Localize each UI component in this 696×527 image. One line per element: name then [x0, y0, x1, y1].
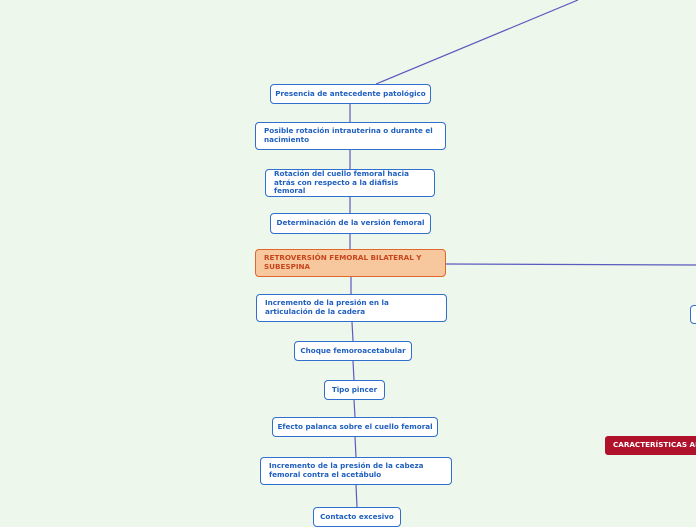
- node-choque-femoroacetabular[interactable]: Choque femoroacetabular: [294, 341, 412, 361]
- node-contacto-excesivo[interactable]: Contacto excesivo: [313, 507, 401, 527]
- node-antecedente-patologico[interactable]: Presencia de antecedente patológico: [270, 84, 431, 104]
- link-root-to-n1: [375, 0, 579, 85]
- node-efecto-palanca[interactable]: Efecto palanca sobre el cuello femoral: [272, 417, 438, 437]
- node-incremento-presion-cabeza[interactable]: Incremento de la presión de la cabeza fe…: [260, 457, 452, 485]
- node-determinacion-version-femoral[interactable]: Determinación de la versión femoral: [270, 213, 431, 234]
- link-n10-n11: [355, 484, 358, 508]
- node-offscreen-right[interactable]: [690, 305, 696, 324]
- link-n7-n8: [352, 360, 355, 381]
- node-caracteristicas-tag[interactable]: CARACTERÍSTICAS AN: [605, 436, 696, 455]
- node-rotacion-cuello-femoral[interactable]: Rotación del cuello femoral hacia atrás …: [265, 169, 435, 197]
- link-n5-right: [445, 263, 696, 266]
- node-tipo-pincer[interactable]: Tipo pincer: [324, 380, 385, 400]
- link-n9-n10: [354, 436, 357, 458]
- node-rotacion-intrauterina[interactable]: Posible rotación intrauterina o durante …: [255, 122, 446, 150]
- link-n8-n9: [353, 399, 356, 418]
- node-retroversion-femoral-main[interactable]: RETROVERSIÓN FEMORAL BILATERAL Y SUBESPI…: [255, 249, 446, 277]
- node-incremento-presion-cadera[interactable]: Incremento de la presión en la articulac…: [256, 294, 447, 322]
- link-n6-n7: [351, 321, 354, 342]
